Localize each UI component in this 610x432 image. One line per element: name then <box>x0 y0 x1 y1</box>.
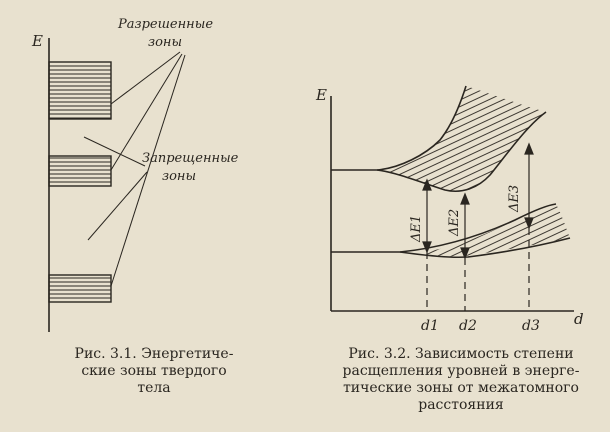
fig2-arrow-de2 <box>460 192 470 260</box>
fig2-caption-line: расщепления уровней в энерге- <box>342 363 580 379</box>
fig2-label-de2: ΔE2 <box>447 209 462 237</box>
fig1-leader-allowed-top <box>110 51 181 105</box>
fig2-tick-d2: d2 <box>459 318 477 334</box>
fig1-axis-label: E <box>31 32 43 50</box>
fig2-label-de1: ΔE1 <box>409 215 424 243</box>
fig2-caption-line: тические зоны от межатомного <box>343 380 579 396</box>
fig2-caption-line: Рис. 3.2. Зависимость степени <box>348 346 574 362</box>
fig1-forbidden-label-2: зоны <box>162 169 196 184</box>
fig1-caption-line: Рис. 3.1. Энергетиче- <box>74 346 234 362</box>
fig2-axis-label-d: d <box>574 310 584 328</box>
fig1-allowed-label-1: Разрешенные <box>117 17 213 32</box>
fig1-leader-forbidden-1 <box>83 136 146 167</box>
fig2-axis-label-e: E <box>315 86 327 104</box>
fig1-caption-line: ские зоны твердого <box>81 363 227 379</box>
fig2-lower-band-top-edge <box>331 203 557 253</box>
fig2-caption: Рис. 3.2. Зависимость степени расщеплени… <box>330 346 592 414</box>
fig2-label-de3: ΔE3 <box>507 185 522 213</box>
fig1-caption-line: тела <box>137 380 171 396</box>
fig1-forbidden-label-1: Запрещенные <box>142 151 239 166</box>
fig1-caption: Рис. 3.1. Энергетиче- ские зоны твердого… <box>40 346 268 397</box>
fig2-tick-d3: d3 <box>522 318 540 334</box>
fig2-lower-band <box>420 204 570 257</box>
fig2-splitting-diagram: E d ΔE1 ΔE2 ΔE3 <box>315 85 584 334</box>
fig2-tick-d1: d1 <box>421 318 439 334</box>
fig1-allowed-label-2: зоны <box>148 35 182 50</box>
fig1-leader-allowed-bot <box>110 54 186 287</box>
fig1-leader-forbidden-2 <box>87 171 148 241</box>
fig2-upper-band <box>377 86 546 192</box>
fig2-arrow-de3 <box>524 142 534 230</box>
fig2-upper-band-top-edge <box>331 85 467 171</box>
fig1-leader-allowed-mid <box>110 53 183 171</box>
fig1-band-top <box>48 61 112 120</box>
fig1-band-bottom <box>48 274 112 303</box>
fig1-energy-bands: E Разрешенные зоны Запрещенные зоны <box>31 17 239 332</box>
fig1-band-middle <box>48 155 112 187</box>
fig2-arrow-de1 <box>422 178 432 254</box>
fig2-caption-line: расстояния <box>418 397 504 413</box>
fig2-upper-band-bottom-edge <box>376 111 547 192</box>
